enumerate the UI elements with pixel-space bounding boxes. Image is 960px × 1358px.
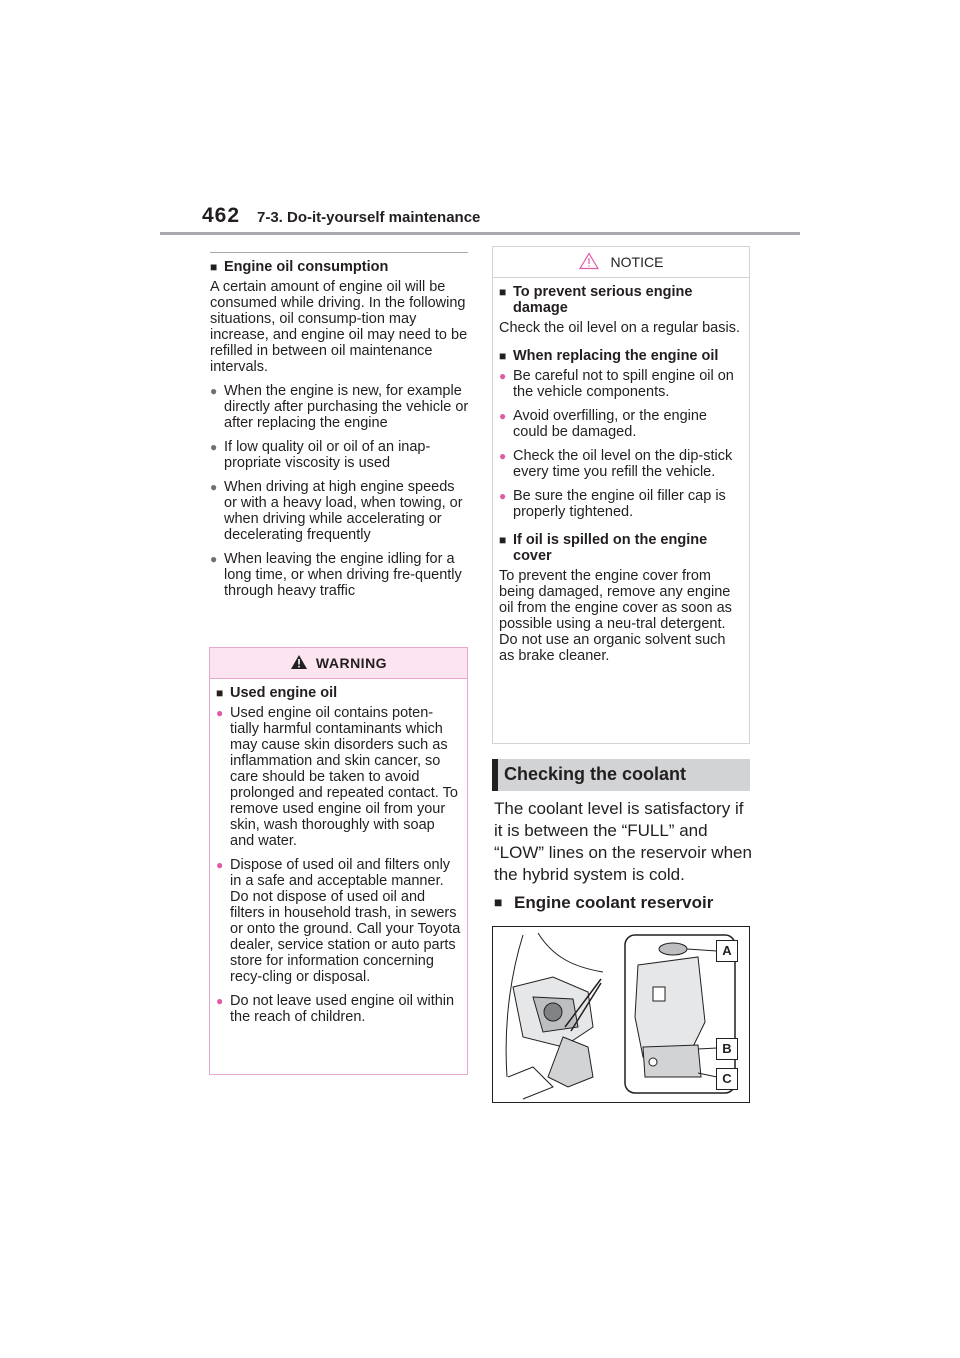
warning-box: WARNING Used engine oil Used engine oil … — [209, 647, 468, 1075]
notice-box: NOTICE To prevent serious engine damage … — [492, 246, 750, 744]
figure-label-c: C — [716, 1068, 738, 1090]
warning-triangle-icon — [290, 654, 308, 673]
notice-heading: To prevent serious engine damage — [499, 284, 744, 316]
list-item: When leaving the engine idling for a lon… — [210, 551, 470, 599]
divider — [210, 252, 468, 253]
list-item: If low quality oil or oil of an inap-pro… — [210, 439, 470, 471]
warning-body: Used engine oil Used engine oil contains… — [210, 679, 467, 1025]
list-item: Avoid overfilling, or the engine could b… — [499, 408, 744, 440]
engine-bay-illustration — [505, 932, 736, 1100]
coolant-section-title: Checking the coolant — [492, 759, 750, 791]
figure-label-a: A — [716, 940, 738, 962]
notice-text: To prevent the engine cover from being d… — [499, 568, 732, 664]
oil-consumption-intro: A certain amount of engine oil will be c… — [210, 279, 468, 375]
coolant-subheading: Engine coolant reservoir — [494, 893, 713, 913]
list-item: Do not leave used engine oil within the … — [216, 993, 462, 1025]
notice-heading: When replacing the engine oil — [499, 348, 744, 364]
list-item: Used engine oil contains poten-tially ha… — [216, 705, 462, 849]
header-rule — [160, 232, 800, 235]
list-item: Be careful not to spill engine oil on th… — [499, 368, 744, 400]
list-item: Be sure the engine oil filler cap is pro… — [499, 488, 744, 520]
oil-consumption-heading: Engine oil consumption — [210, 259, 470, 275]
list-item: Check the oil level on the dip-stick eve… — [499, 448, 744, 480]
notice-title: NOTICE — [610, 254, 664, 270]
warning-heading: Used engine oil — [216, 685, 462, 701]
list-item: When the engine is new, for example dire… — [210, 383, 470, 431]
warning-title: WARNING — [315, 655, 388, 671]
figure-label-b: B — [716, 1038, 738, 1060]
warning-header: WARNING — [210, 648, 467, 679]
coolant-body: The coolant level is satisfactory if it … — [494, 799, 752, 884]
notice-header: NOTICE — [493, 247, 749, 278]
list-item: Dispose of used oil and filters only in … — [216, 857, 462, 985]
list-item: When driving at high engine speeds or wi… — [210, 479, 470, 543]
oil-consumption-section: Engine oil consumption A certain amount … — [210, 259, 470, 607]
notice-body: To prevent serious engine damage Check t… — [493, 278, 749, 664]
page-number: 462 — [202, 204, 241, 227]
notice-text: Check the oil level on a regular basis. — [499, 320, 740, 336]
coolant-reservoir-figure: A B C — [492, 926, 750, 1103]
caution-triangle-icon — [578, 251, 599, 273]
notice-heading: If oil is spilled on the engine cover — [499, 532, 744, 564]
section-title: 7-3. Do-it-yourself maintenance — [257, 209, 481, 226]
